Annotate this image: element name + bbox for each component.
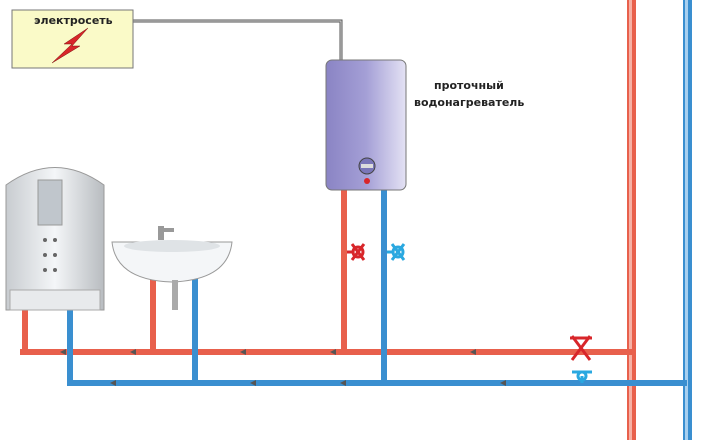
power-wire	[133, 19, 343, 62]
main-cold-valve-icon	[572, 370, 592, 383]
water-heater	[325, 59, 407, 191]
power-box-label: электросеть	[34, 14, 113, 27]
hot-water-line	[20, 190, 632, 355]
flow-arrows	[60, 349, 506, 386]
shower-cabin	[5, 167, 105, 311]
heater-label-line1: проточный	[434, 79, 504, 92]
hot-valve-icon	[347, 243, 366, 261]
cold-water-line	[67, 190, 687, 386]
cold-valve-icon	[387, 243, 406, 261]
lightning-bolt-icon	[51, 27, 89, 64]
main-hot-valve-icon	[570, 335, 592, 361]
heater-label-line2: водонагреватель	[414, 96, 525, 109]
sink	[111, 226, 233, 310]
